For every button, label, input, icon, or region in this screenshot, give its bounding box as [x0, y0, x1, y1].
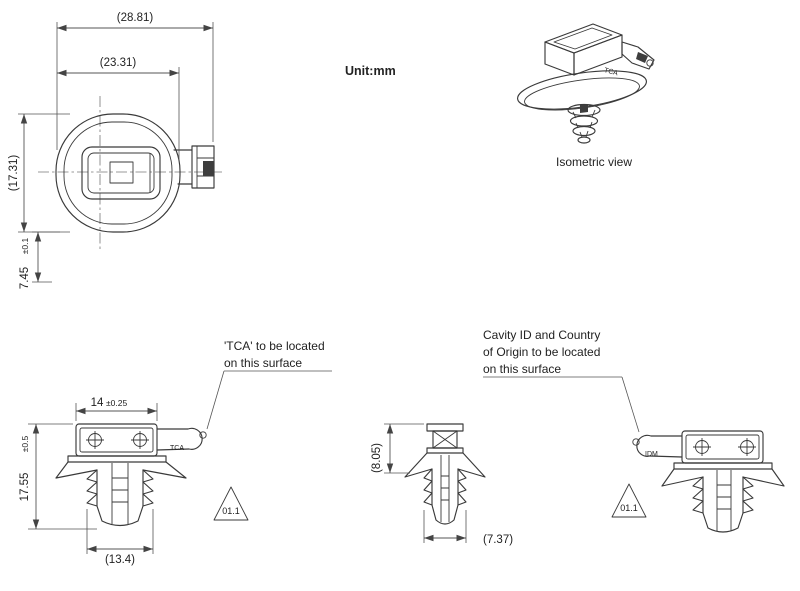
collar — [673, 462, 773, 470]
stem-barbs-right — [457, 468, 467, 506]
flange-inner-contour — [63, 121, 173, 225]
stem-barbs-right — [742, 476, 754, 514]
head-inner — [79, 427, 154, 453]
right-view: IDM 01.1 Cavity ID and Country of Origin… — [483, 328, 785, 533]
stem-barbs-left — [86, 469, 98, 507]
stem-ladder-slot — [440, 455, 450, 522]
iso-latch-arm — [621, 41, 655, 70]
unit-label: Unit:mm — [345, 64, 396, 78]
head-inner-outline — [87, 152, 155, 194]
stem-tip — [431, 504, 459, 525]
latch-slot — [203, 161, 214, 176]
stem-barbs-right — [142, 469, 154, 507]
revision-flag-label: 01.1 — [222, 506, 240, 516]
stem-barbs-left — [423, 468, 433, 506]
side-view: (8.05) (7.37) — [371, 423, 513, 546]
head-top-bar — [426, 423, 464, 432]
top-view: (28.81) (23.31) (17.31) 7.45 ±0.1 — [8, 12, 222, 289]
stem-tip — [702, 512, 744, 533]
flange-outer-contour — [55, 113, 181, 233]
stem-cavity — [109, 161, 134, 184]
dim-offset-label: 7.45 — [19, 267, 31, 289]
iso-stem-tip — [577, 136, 591, 144]
neck-cross-lines — [432, 430, 458, 449]
stem-barbs-left — [692, 476, 704, 514]
revision-triangle — [611, 483, 647, 518]
revision-triangle — [213, 486, 249, 521]
note-line-1: Cavity ID and Country — [483, 328, 600, 342]
dim-head-width-tolerance: ±0.25 — [106, 398, 127, 408]
note-leader-line — [206, 370, 225, 430]
isometric-view: TCA Isometric view — [517, 23, 655, 169]
iso-barb-3 — [572, 125, 596, 137]
screw-mark-left — [693, 438, 711, 456]
note-leader-line — [621, 376, 640, 433]
screw-mark-right — [131, 431, 149, 449]
isometric-drawing: TCA — [517, 23, 655, 144]
surface-mark-label: TCA — [170, 445, 184, 452]
note-line-2: of Origin to be located — [483, 345, 600, 359]
dim-offset-tolerance: ±0.1 — [20, 237, 30, 254]
iso-head-top-face — [544, 23, 623, 54]
collar — [67, 455, 167, 463]
note-line-1: 'TCA' to be located — [224, 339, 325, 353]
screw-mark-right — [738, 438, 756, 456]
dim-height-label: 17.55 — [19, 473, 31, 502]
iso-latch-hole — [646, 59, 654, 67]
surface-mark-label: IDM — [645, 451, 658, 458]
dim-height-label: (17.31) — [8, 155, 20, 192]
head-outline — [81, 146, 161, 200]
dim-height-tolerance: ±0.5 — [20, 435, 30, 452]
iso-stem-ribs — [572, 109, 596, 138]
note-line-2: on this surface — [224, 356, 302, 370]
latch-arm — [636, 434, 683, 458]
stem-tip — [96, 505, 144, 527]
stem-sides — [431, 468, 459, 506]
stem-sides — [96, 469, 144, 507]
dim-height-label: (8.05) — [371, 443, 383, 473]
front-view: TCA 14 ±0.25 17.55 ±0.5 (13.4) 01.1 'TCA… — [19, 339, 332, 566]
stem-ladder-slot — [111, 463, 129, 524]
dim-stem-width-label: (13.4) — [105, 554, 135, 566]
dim-head-width-label: 14 — [91, 397, 104, 409]
umbrella-flange — [55, 461, 187, 479]
stem-sides — [702, 476, 744, 514]
iso-head-right-face — [573, 34, 623, 76]
dim-body-width-label: (23.31) — [100, 57, 137, 69]
head-inner — [685, 434, 760, 460]
iso-head-opening — [553, 27, 613, 50]
dim-total-width-label: (28.81) — [117, 12, 154, 24]
note-line-3: on this surface — [483, 362, 561, 376]
dim-width-label: (7.37) — [483, 534, 513, 546]
iso-latch-slot — [636, 52, 648, 63]
iso-stem-slot — [580, 104, 588, 113]
isometric-view-label: Isometric view — [556, 155, 632, 169]
iso-surface-mark-label: TCA — [603, 67, 619, 77]
umbrella-flange — [404, 452, 486, 478]
latch-arm-hole — [632, 438, 640, 446]
collar — [426, 447, 464, 454]
screw-mark-left — [86, 431, 104, 449]
umbrella-flange — [661, 468, 785, 487]
stem-ladder-slot — [716, 470, 732, 531]
latch-arm-hole — [199, 431, 207, 439]
iso-barb-2 — [569, 115, 599, 127]
revision-flag-label: 01.1 — [620, 503, 638, 513]
